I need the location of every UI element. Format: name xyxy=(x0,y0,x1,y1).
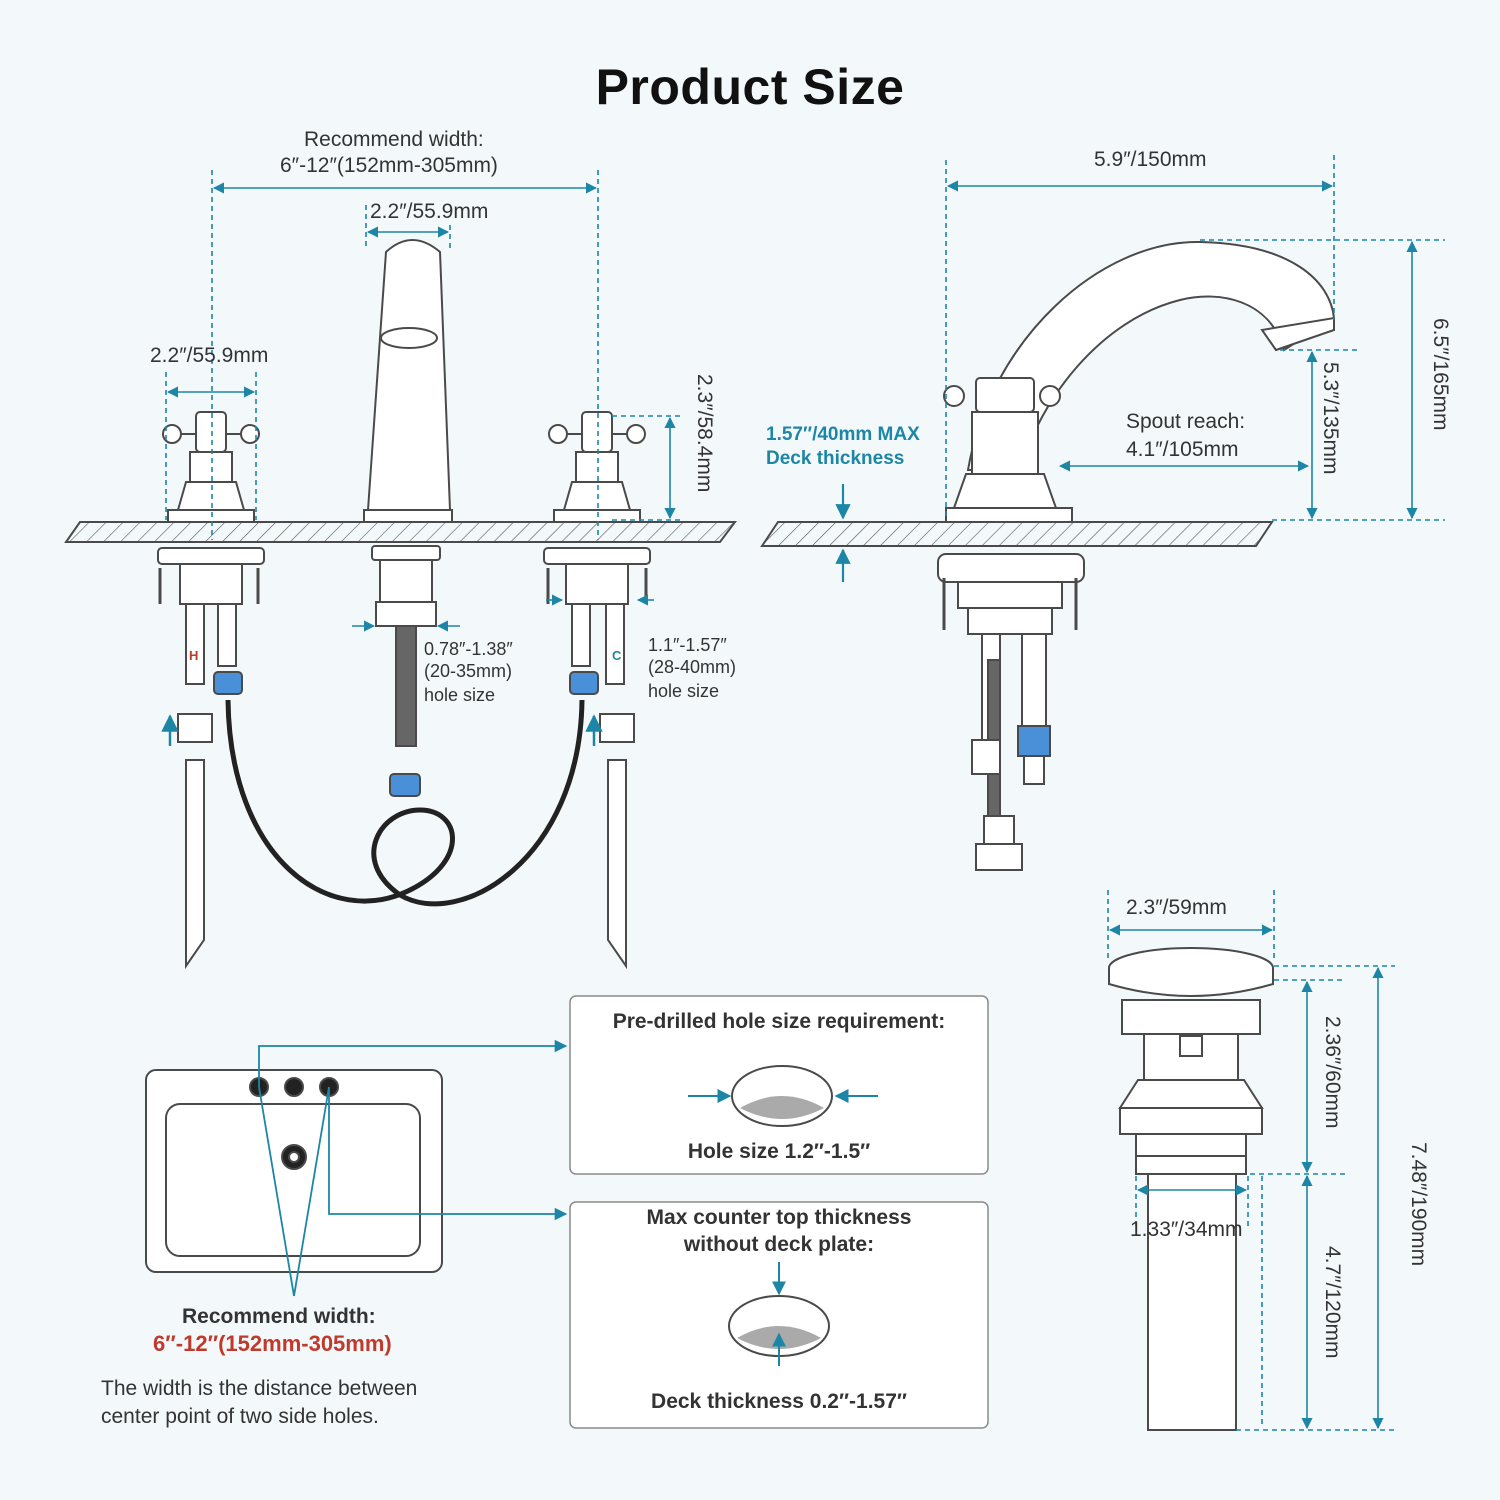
sink-callouts xyxy=(258,1039,568,1297)
blue-connectors xyxy=(213,671,599,797)
side-dimensions xyxy=(835,155,1445,582)
front-hoses xyxy=(225,699,585,907)
hole-box-heading: Pre-drilled hole size requirement: xyxy=(612,1010,946,1033)
front-countertop xyxy=(64,521,737,543)
handle-width-label: 2.2″/55.9mm xyxy=(150,344,269,367)
side-view-faucet xyxy=(760,240,1336,871)
front-dimensions xyxy=(161,170,680,746)
recommend-width-label: Recommend width: xyxy=(304,128,484,151)
drain-dimensions xyxy=(1107,890,1395,1431)
total-height-label: 6.5″/165mm xyxy=(1429,318,1452,431)
cold-mark: C xyxy=(612,648,622,663)
side-countertop xyxy=(760,521,1274,547)
drain-upper-height: 2.36″/60mm xyxy=(1321,1016,1344,1129)
counter-box-heading-1: Max counter top thickness xyxy=(646,1206,912,1229)
drain-top-width: 2.3″/59mm xyxy=(1126,896,1227,919)
sink-note-line-2: center point of two side holes. xyxy=(101,1405,379,1428)
sink-note-line-1: The width is the distance between xyxy=(101,1377,418,1400)
counter-box-caption: Deck thickness 0.2″-1.57″ xyxy=(651,1390,907,1413)
deck-thickness-label: Deck thickness xyxy=(766,448,905,469)
deck-max-label: 1.57″/40mm MAX xyxy=(766,424,920,445)
side-hole-caption: hole size xyxy=(648,681,720,701)
side-spout xyxy=(966,240,1336,471)
hole-illustration xyxy=(688,1065,878,1127)
spout-reach-value: 4.1″/105mm xyxy=(1126,438,1239,461)
sink-recommend-label: Recommend width: xyxy=(182,1305,376,1328)
center-hole-size-mm: (20-35mm) xyxy=(424,661,513,681)
center-hole-caption: hole size xyxy=(424,685,496,705)
hole-box-caption: Hole size 1.2″-1.5″ xyxy=(687,1140,871,1163)
hot-mark: H xyxy=(189,648,199,663)
spout-reach-label: Spout reach: xyxy=(1126,410,1246,433)
drain-pipe-width: 1.33″/34mm xyxy=(1130,1218,1243,1241)
spout-aerator xyxy=(380,327,438,349)
left-handle xyxy=(162,411,260,523)
spout-height-label: 5.3″/135mm xyxy=(1319,362,1342,475)
recommend-width-value: 6″-12″(152mm-305mm) xyxy=(280,154,498,177)
page-title: Product Size xyxy=(595,59,905,115)
spout-width-label: 2.2″/55.9mm xyxy=(370,200,489,223)
spout-length-label: 5.9″/150mm xyxy=(1094,148,1207,171)
drain-total-height: 7.48″/190mm xyxy=(1407,1142,1430,1267)
side-hole-size-mm: (28-40mm) xyxy=(648,657,737,677)
pop-up-drain xyxy=(1108,947,1274,1431)
sink-top-view xyxy=(145,1069,443,1273)
hot-supply-line xyxy=(185,759,205,970)
sink-recommend-value: 6″-12″(152mm-305mm) xyxy=(153,1331,392,1356)
front-spout xyxy=(366,239,452,511)
drain-lower-height: 4.7″/120mm xyxy=(1321,1246,1344,1359)
front-view-faucet xyxy=(64,239,737,970)
thickness-illustration xyxy=(728,1262,830,1366)
counter-box-heading-2: without deck plate: xyxy=(683,1233,875,1256)
right-handle xyxy=(548,411,646,523)
cold-supply-line xyxy=(607,759,627,970)
side-hole-size: 1.1″-1.57″ xyxy=(648,635,727,655)
center-hole-size: 0.78″-1.38″ xyxy=(424,639,513,659)
handle-height-label: 2.3″/58.4mm xyxy=(693,374,716,493)
